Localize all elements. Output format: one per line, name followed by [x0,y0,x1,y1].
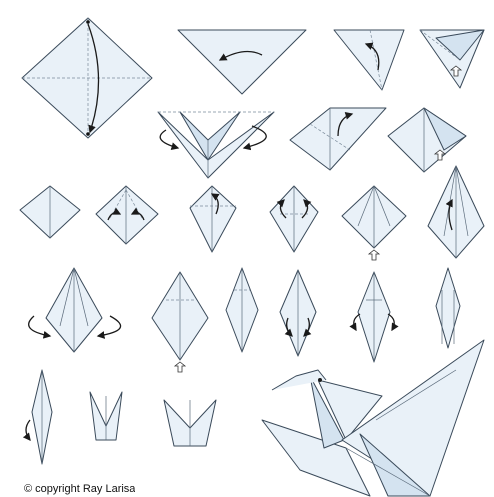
step-4-squash [420,30,484,88]
step-7-squash [388,108,466,172]
step-12-petal [342,186,406,260]
step-8-square-base [20,186,80,238]
step-15-narrow [152,272,208,372]
step-21-wings [90,392,122,440]
final-crane [262,340,484,496]
step-9-kite-folds [96,186,158,244]
step-19-legs-up [436,268,460,348]
step-2-triangle [178,30,306,94]
step-20-crane-folded [26,370,52,464]
step-5-base [158,112,274,178]
step-13-bird-base [428,166,484,258]
step-3-small-triangle [334,30,404,90]
step-17-diamond-folds [280,270,316,356]
step-14-bird-base-turn [29,268,121,352]
step-18-narrow-legs [354,272,395,362]
step-16-diamond [226,268,258,352]
copyright-credit: © copyright Ray Larisa [24,483,135,497]
step-10-top-fold [190,186,236,252]
step-11-unfold [270,186,318,252]
step-22-reverse-folds [164,400,216,446]
step-1-square [22,18,152,138]
step-6-fold [290,108,386,170]
